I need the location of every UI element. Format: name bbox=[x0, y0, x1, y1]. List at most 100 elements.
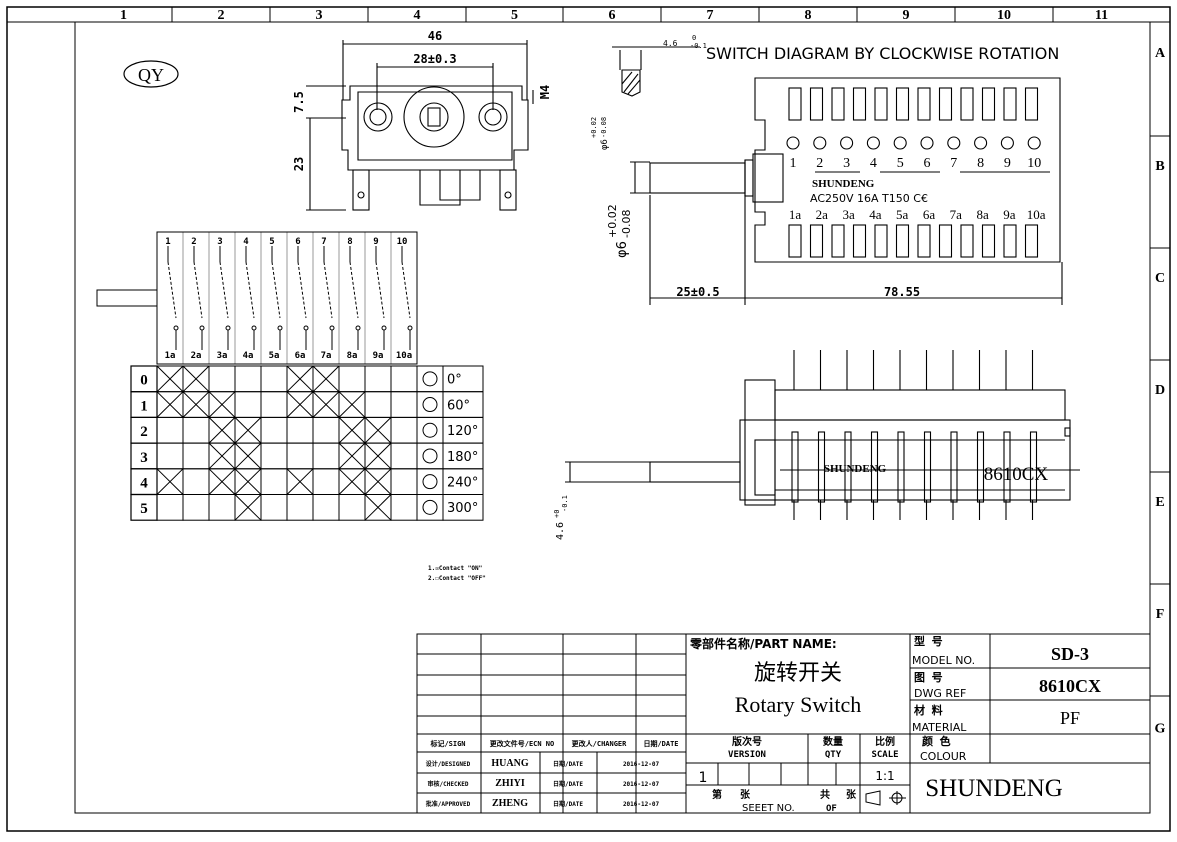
title-block bbox=[416, 633, 1151, 814]
svg-text:1:1: 1:1 bbox=[875, 769, 894, 783]
title-block-text: 零部件名称/PART NAME: 旋转开关 Rotary Switch 型 号 … bbox=[426, 634, 1101, 814]
side-terminal-label-a: 7a bbox=[950, 207, 963, 222]
schematic-terminal-label-a: 9a bbox=[373, 351, 384, 361]
bottom-view bbox=[565, 350, 1080, 520]
side-terminal-label-a: 8a bbox=[976, 207, 989, 222]
svg-text:-0.1: -0.1 bbox=[561, 495, 569, 512]
column-label-4: 4 bbox=[414, 8, 421, 23]
column-label-5: 5 bbox=[511, 8, 518, 23]
angle-label: 300° bbox=[447, 501, 478, 516]
svg-text:零部件名称/PART NAME:: 零部件名称/PART NAME: bbox=[689, 636, 837, 651]
side-terminal-label-a: 4a bbox=[869, 207, 882, 222]
side-terminal-label: 10 bbox=[1027, 156, 1041, 171]
svg-text:-0.08: -0.08 bbox=[620, 210, 633, 238]
column-label-7: 7 bbox=[707, 8, 714, 23]
svg-text:更改人/CHANGER: 更改人/CHANGER bbox=[572, 739, 628, 748]
svg-text:OF: OF bbox=[826, 804, 837, 814]
person-name: HUANG bbox=[491, 758, 528, 769]
knob-icon bbox=[422, 448, 438, 464]
svg-text:8610CX: 8610CX bbox=[1039, 676, 1101, 696]
svg-text:SHUNDENG: SHUNDENG bbox=[812, 178, 875, 190]
svg-text:0: 0 bbox=[692, 34, 696, 42]
position-label: 4 bbox=[140, 476, 148, 492]
side-terminal-label-a: 6a bbox=[923, 207, 936, 222]
svg-text:更改文件号/ECN NO: 更改文件号/ECN NO bbox=[490, 739, 555, 748]
side-terminal-label: 3 bbox=[843, 156, 850, 171]
row-label-G: G bbox=[1155, 722, 1166, 737]
schematic-terminal-label: 4 bbox=[243, 237, 249, 247]
svg-text:SCALE: SCALE bbox=[871, 750, 898, 760]
schematic-terminal-label: 10 bbox=[397, 237, 408, 247]
svg-text:颜 色: 颜 色 bbox=[922, 734, 951, 748]
svg-text:QTY: QTY bbox=[825, 750, 842, 760]
row-label-E: E bbox=[1155, 495, 1164, 510]
side-terminal-label: 1 bbox=[790, 156, 797, 171]
svg-text:型 号: 型 号 bbox=[914, 634, 943, 648]
person-name: ZHIYI bbox=[495, 778, 525, 789]
side-terminal-label: 8 bbox=[977, 156, 984, 171]
svg-text:MATERIAL: MATERIAL bbox=[912, 721, 967, 734]
drawing-frame bbox=[6, 6, 1171, 832]
schematic-terminal-label-a: 2a bbox=[191, 351, 202, 361]
column-label-9: 9 bbox=[903, 8, 910, 23]
svg-text:旋转开关: 旋转开关 bbox=[754, 661, 842, 686]
svg-text:+0: +0 bbox=[553, 510, 561, 518]
role-label: 审核/CHECKED bbox=[428, 780, 469, 788]
date-label: 日期/DATE bbox=[553, 760, 583, 768]
svg-text:-0.1: -0.1 bbox=[690, 42, 707, 50]
front-view bbox=[306, 40, 534, 211]
svg-text:M4: M4 bbox=[538, 85, 552, 99]
position-label: 1 bbox=[140, 398, 148, 414]
svg-text:QY: QY bbox=[138, 65, 164, 85]
column-label-10: 10 bbox=[997, 8, 1011, 23]
position-label: 2 bbox=[140, 424, 148, 440]
svg-text:1: 1 bbox=[699, 770, 708, 786]
svg-text:+0.02: +0.02 bbox=[590, 117, 598, 138]
schematic-terminal-label: 9 bbox=[373, 237, 378, 247]
schematic-terminal-label: 3 bbox=[217, 237, 222, 247]
angle-label: 120° bbox=[447, 424, 478, 439]
svg-text:SHUNDENG: SHUNDENG bbox=[925, 775, 1063, 802]
side-terminal-label-a: 9a bbox=[1003, 207, 1016, 222]
svg-text:-0.08: -0.08 bbox=[600, 117, 608, 138]
row-label-A: A bbox=[1155, 46, 1166, 61]
sign-date: 2016-12-07 bbox=[623, 801, 660, 808]
svg-text:材 料: 材 料 bbox=[914, 703, 943, 717]
svg-text:标记/SIGN: 标记/SIGN bbox=[429, 739, 465, 748]
row-label-D: D bbox=[1155, 383, 1165, 398]
svg-text:SD-3: SD-3 bbox=[1051, 644, 1089, 664]
svg-text:日期/DATE: 日期/DATE bbox=[643, 739, 678, 748]
svg-text:比例: 比例 bbox=[875, 735, 895, 748]
svg-text:4.6: 4.6 bbox=[555, 522, 566, 540]
person-name: ZHENG bbox=[492, 798, 528, 809]
svg-text:第: 第 bbox=[712, 788, 722, 801]
date-label: 日期/DATE bbox=[553, 800, 583, 808]
side-view-text: SWITCH DIAGRAM BY CLOCKWISE ROTATION 4.6… bbox=[590, 34, 1059, 299]
svg-text:23: 23 bbox=[292, 157, 306, 171]
bottom-view-text: SHUNDENG 8610CX 4.6 +0 -0.1 bbox=[553, 463, 1048, 540]
svg-text:DWG REF: DWG REF bbox=[914, 687, 966, 700]
svg-text:SWITCH DIAGRAM BY CLOCKWISE RO: SWITCH DIAGRAM BY CLOCKWISE ROTATION bbox=[706, 44, 1059, 63]
knob-icon bbox=[422, 422, 438, 438]
front-view-dimensions: 46 28±0.3 M4 7.5 23 bbox=[292, 29, 552, 171]
svg-text:7.5: 7.5 bbox=[292, 91, 306, 113]
date-label: 日期/DATE bbox=[553, 780, 583, 788]
contact-legend: 1.☒Contact "ON" 2.☐Contact "OFF" bbox=[428, 565, 486, 582]
svg-text:SEEET NO.: SEEET NO. bbox=[742, 803, 795, 814]
svg-text:28±0.3: 28±0.3 bbox=[413, 52, 456, 66]
column-label-8: 8 bbox=[805, 8, 812, 23]
svg-text:数量: 数量 bbox=[823, 735, 843, 748]
svg-text:张: 张 bbox=[846, 788, 857, 801]
svg-text:COLOUR: COLOUR bbox=[920, 750, 967, 763]
svg-text:78.55: 78.55 bbox=[884, 285, 920, 299]
side-terminal-label-a: 5a bbox=[896, 207, 909, 222]
angle-label: 60° bbox=[447, 398, 470, 413]
column-label-1: 1 bbox=[120, 8, 127, 23]
svg-text:图 号: 图 号 bbox=[914, 671, 943, 684]
schematic-terminal-label-a: 3a bbox=[217, 351, 228, 361]
svg-text:共: 共 bbox=[820, 788, 830, 801]
side-terminal-label: 2 bbox=[816, 156, 823, 171]
schematic-terminal-label-a: 4a bbox=[243, 351, 254, 361]
